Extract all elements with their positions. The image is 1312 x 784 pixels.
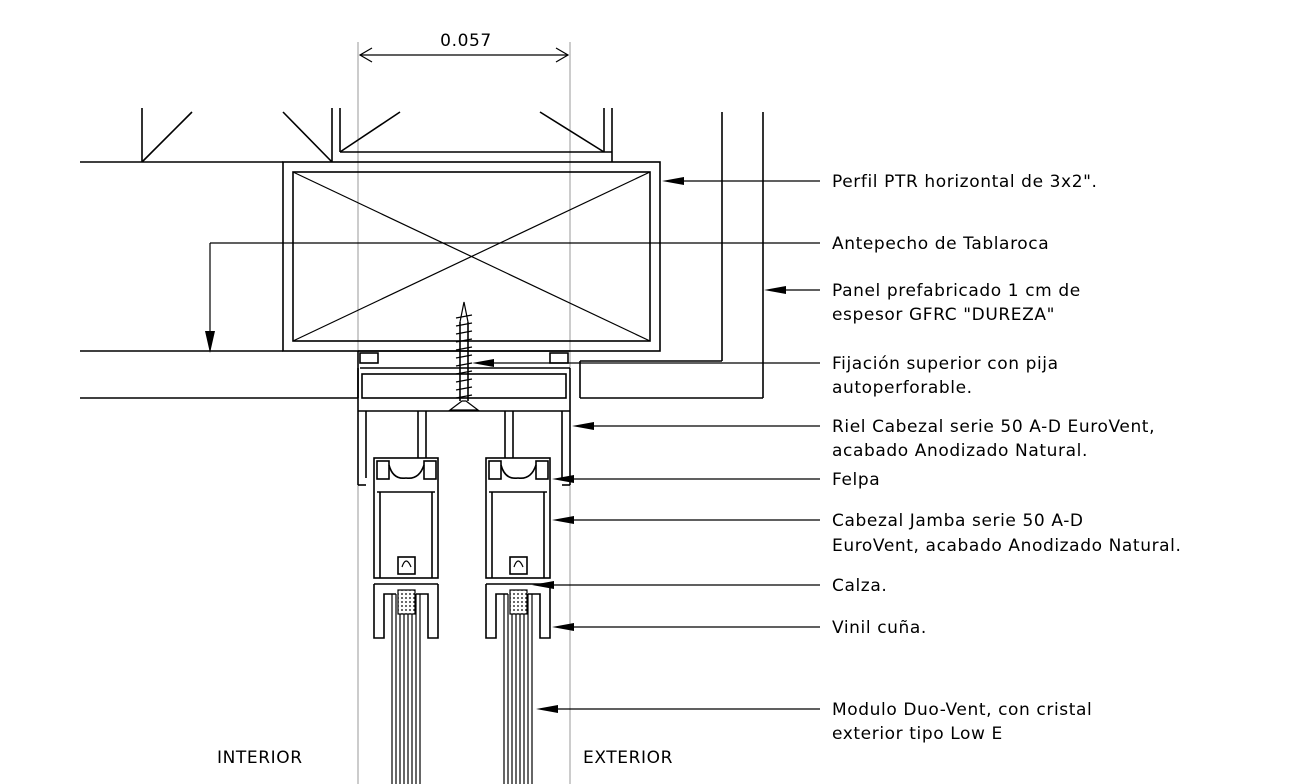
leader-fijacion [472,359,820,367]
leader-calza [532,581,820,589]
label-riel-line1: Riel Cabezal serie 50 A-D EuroVent, [832,417,1155,437]
zone-interior: INTERIOR [217,748,303,768]
label-fijacion-line2: autoperforable. [832,378,973,398]
leader-modulo [536,705,820,713]
antepecho-leader [205,242,820,353]
dimension-line [357,42,571,784]
ptr-profile [282,161,661,352]
riel-cabezal [357,350,571,486]
leader-vinil [552,623,820,631]
leader-felpa [552,475,820,483]
label-modulo-line2: exterior tipo Low E [832,724,1003,744]
label-cabezal-line1: Cabezal Jamba serie 50 A-D [832,511,1084,531]
label-panel-line1: Panel prefabricado 1 cm de [832,281,1081,301]
right-sash [485,457,551,784]
screw [448,301,480,411]
label-calza: Calza. [832,576,887,596]
left-sash [373,457,439,784]
leader-perfil [662,177,820,185]
leader-cabezal [552,516,820,524]
label-riel-line2: acabado Anodizado Natural. [832,441,1088,461]
leader-panel [764,286,820,294]
label-modulo-line1: Modulo Duo-Vent, con cristal [832,700,1092,720]
gfrc-panel [579,112,764,399]
antepecho-lines [80,161,359,399]
zone-exterior: EXTERIOR [583,748,673,768]
label-felpa: Felpa [832,470,880,490]
label-panel-line2: espesor GFRC "DUREZA" [832,305,1055,325]
label-cabezal-line2: EuroVent, acabado Anodizado Natural. [832,536,1182,556]
label-fijacion-line1: Fijación superior con pija [832,354,1059,374]
label-perfil-ptr: Perfil PTR horizontal de 3x2". [832,172,1098,192]
upper-bracing [141,108,613,163]
label-vinil: Vinil cuña. [832,618,927,638]
label-antepecho: Antepecho de Tablaroca [832,234,1049,254]
dimension-value: 0.057 [440,31,492,51]
leader-riel [572,422,820,430]
